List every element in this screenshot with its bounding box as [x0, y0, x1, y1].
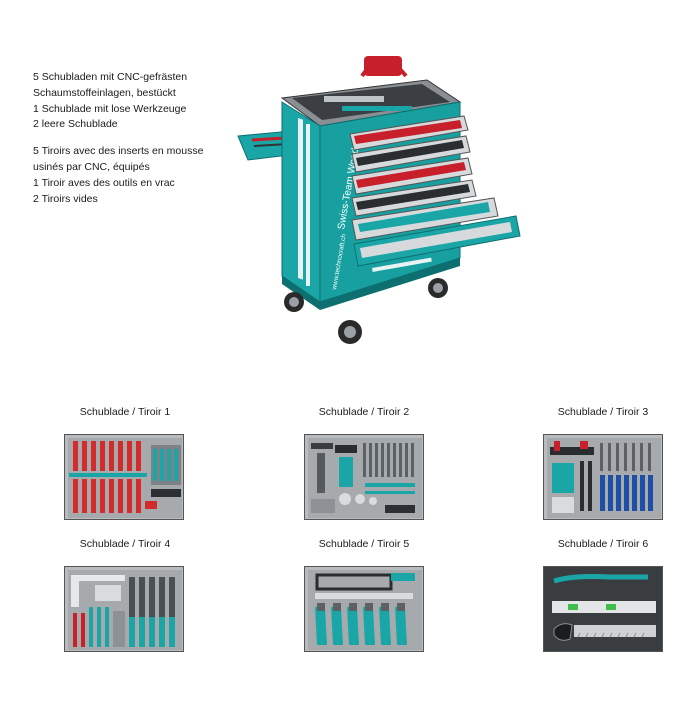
- drawer-4-tools: [65, 567, 183, 651]
- drawer-5-image: [304, 566, 424, 652]
- trolley-drawers: [349, 115, 521, 272]
- description-french: 5 Tiroirs avec des inserts en mousse usi…: [33, 144, 203, 207]
- drawer-5-tools: [305, 567, 423, 651]
- description-line: 2 Tiroirs vides: [33, 192, 98, 205]
- drawer-1-image: [64, 434, 184, 520]
- description-line: 5 Schubladen mit CNC-gefrästen: [33, 71, 188, 83]
- drawer-2-image: [304, 434, 424, 520]
- description-line: usinés par CNC, équipés: [33, 160, 150, 173]
- drawer-1-tools: [65, 435, 183, 519]
- description-line: Schaumstoffeinlagen, bestückt: [33, 86, 176, 99]
- tool-trolley-image: Swiss-Team Wood www.technocraft.ch: [232, 40, 522, 352]
- drawer-caption-2: Schublade / Tiroir 2: [318, 406, 410, 418]
- drawer-3-tools: [544, 435, 662, 519]
- drawer-4-image: [64, 566, 184, 652]
- drawer-3-image: [543, 434, 663, 520]
- drawer-caption-6: Schublade / Tiroir 6: [557, 538, 649, 550]
- drawer-2-tools: [305, 435, 423, 519]
- description-line: 5 Tiroirs avec des inserts en mousse: [33, 145, 204, 158]
- description-line: 2 leere Schublade: [33, 118, 118, 131]
- description-line: 1 Schublade mit lose Werkzeuge: [33, 102, 187, 115]
- drawer-caption-1: Schublade / Tiroir 1: [79, 406, 171, 418]
- tool-trolley-illustration: Swiss-Team Wood www.technocraft.ch: [237, 56, 521, 344]
- drawer-caption-5: Schublade / Tiroir 5: [318, 538, 410, 550]
- drawer-caption-4: Schublade / Tiroir 4: [79, 538, 171, 550]
- drawer-caption-3: Schublade / Tiroir 3: [557, 406, 649, 418]
- drawer-6-image: [543, 566, 663, 652]
- description-german: 5 Schubladen mit CNC-gefrästen Schaumsto…: [33, 70, 203, 133]
- description-block: 5 Schubladen mit CNC-gefrästen Schaumsto…: [33, 70, 203, 218]
- description-line: 1 Tiroir aves des outils en vrac: [33, 176, 175, 189]
- drawer-6-tools: [544, 567, 662, 651]
